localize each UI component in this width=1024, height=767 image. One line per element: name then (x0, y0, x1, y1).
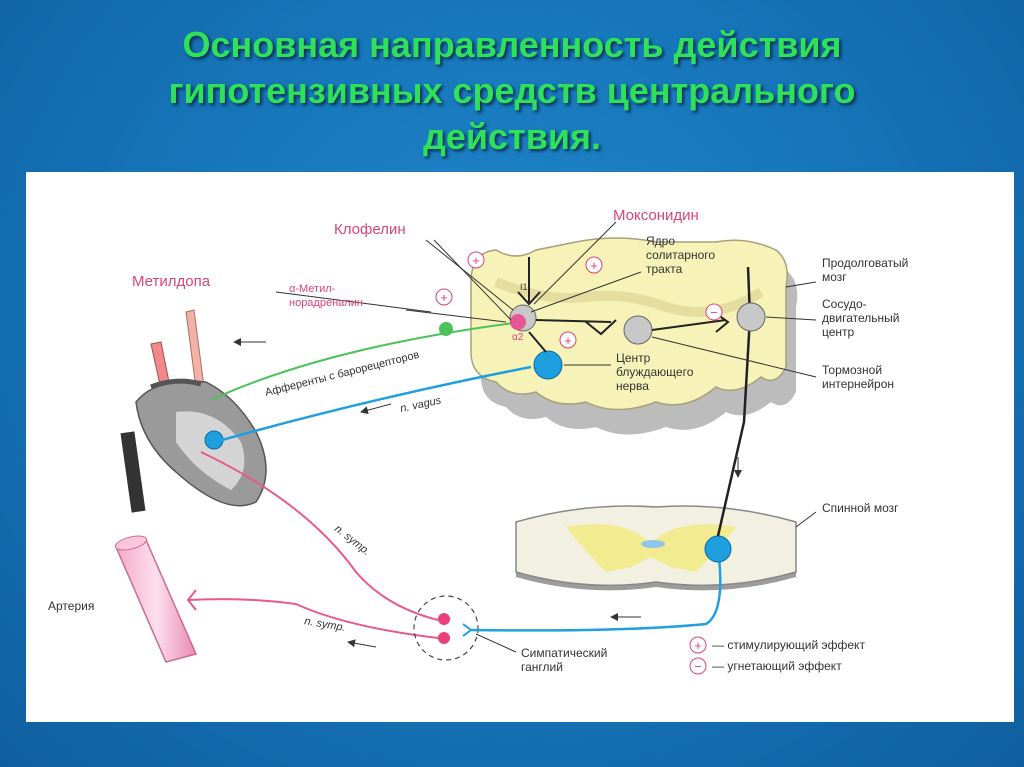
i1-receptor-label: I1 (520, 282, 528, 292)
symp-label-artery: n. symp. (303, 615, 346, 634)
title-line-3: действия. (423, 116, 601, 157)
vagus-label: n. vagus (399, 394, 443, 414)
vagal-neuron (533, 350, 563, 380)
solitary-label-2: солитарного (646, 248, 715, 262)
vagal-center-label-1: Центр (616, 351, 651, 365)
svg-text:−: − (694, 659, 702, 674)
clonidine-label: Клофелин (334, 221, 406, 238)
solitary-label-3: тракта (646, 262, 683, 276)
alpha2-receptor-label: α2 (512, 332, 524, 343)
svg-text:+: + (694, 638, 702, 653)
alpha-methyl-na-label-2: норадреналин (289, 297, 363, 309)
solitary-label-1: Ядро (646, 234, 675, 248)
spinal-cord-section (515, 505, 797, 591)
svg-text:−: − (710, 305, 718, 320)
ganglion-label-2: ганглий (521, 660, 563, 674)
afferent-fiber (210, 321, 522, 401)
vasomotor-label-2: двигательный (822, 311, 899, 325)
sympathetic-fiber-artery (187, 598, 439, 639)
sympathetic-ganglion (413, 595, 479, 661)
moxonidine-label: Моксонидин (613, 207, 699, 224)
afferents-label: Афференты с барорецепторов (264, 349, 421, 399)
medulla-label-1: Продолговатый (822, 256, 908, 270)
afferent-node (439, 322, 453, 336)
slide-title: Основная направленность действия гипотен… (0, 22, 1024, 160)
stim-effect-label: — стимулирующий эффект (712, 638, 865, 652)
spinal-cord-label: Спинной мозг (822, 501, 899, 515)
title-line-2: гипотензивных средств центрального (168, 70, 856, 111)
descending-fiber (716, 266, 752, 537)
inhib-inter-label-1: Тормозной (822, 363, 882, 377)
vasomotor-neuron (736, 302, 766, 332)
svg-text:+: + (590, 258, 598, 273)
inhibitory-interneuron (623, 315, 653, 345)
title-line-1: Основная направленность действия (182, 24, 842, 65)
inhib-effect-label: — угнетающий эффект (712, 659, 842, 673)
vagal-center-label-3: нерва (616, 379, 649, 393)
artery-vessel (114, 535, 198, 663)
vagal-center-label-2: блуждающего (616, 365, 694, 379)
sympathetic-fiber-heart (200, 451, 439, 621)
inhib-inter-label-2: интернейрон (822, 377, 894, 391)
vasomotor-label-1: Сосудо- (822, 297, 867, 311)
methyldopa-label: Метилдопа (132, 273, 211, 290)
diagram-svg: + + + + − + − α2 I1 Клофелин Моксонидин … (48, 207, 908, 675)
vagus-fiber (221, 365, 532, 442)
ganglion-label-1: Симпатический (521, 646, 607, 660)
diagram-panel: + + + + − + − α2 I1 Клофелин Моксонидин … (26, 172, 1014, 722)
svg-text:+: + (564, 333, 572, 348)
heart (120, 309, 267, 513)
svg-text:+: + (440, 290, 448, 305)
symp-label-heart: n. symp. (332, 523, 372, 558)
alpha-methyl-na-label-1: α-Метил- (289, 283, 336, 295)
svg-text:+: + (472, 253, 480, 268)
spinal-neuron (704, 535, 732, 563)
artery-label: Артерия (48, 599, 94, 613)
medulla-label-2: мозг (822, 270, 847, 284)
effect-marks: + + + + − + − (435, 251, 723, 675)
preganglionic-fiber (470, 548, 722, 632)
leader-lines (275, 221, 817, 653)
vasomotor-label-3: центр (822, 325, 855, 339)
